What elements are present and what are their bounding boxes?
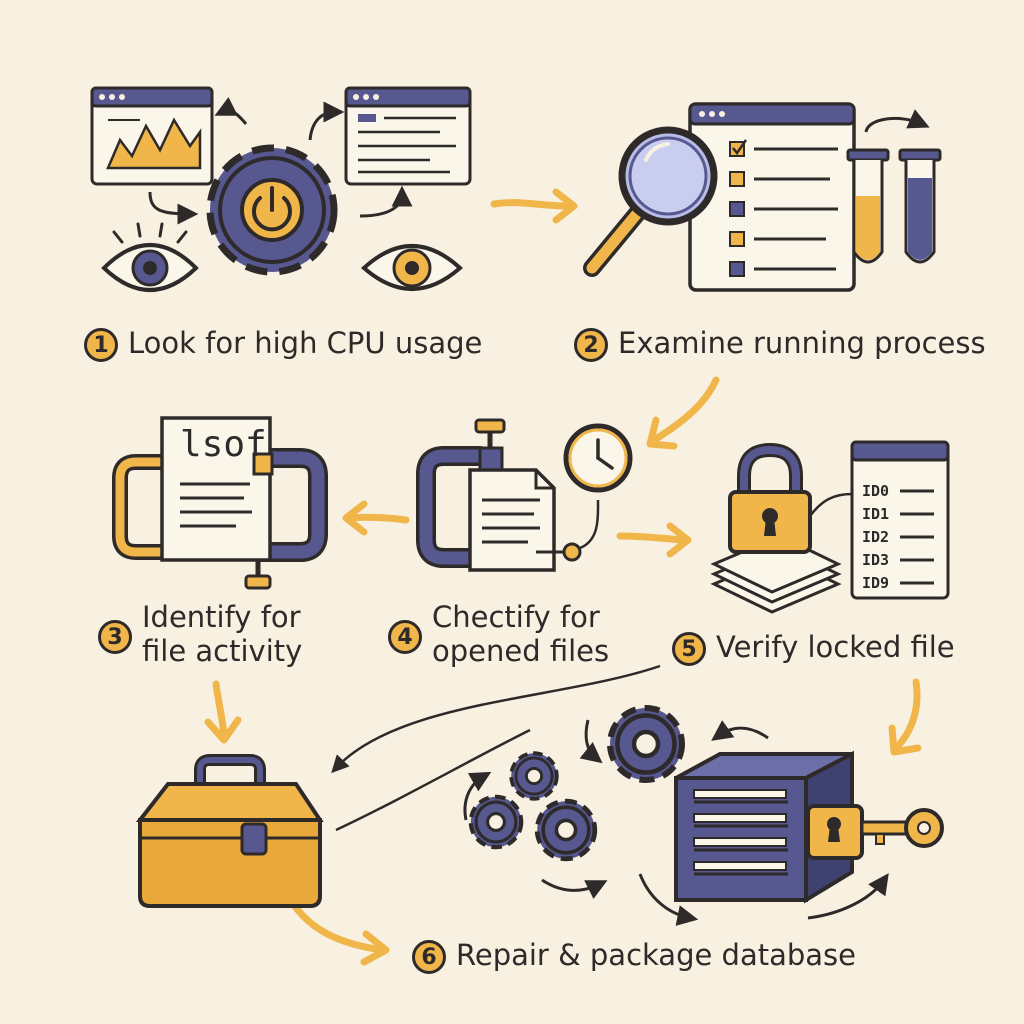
- watching-eye-icon-right: [361, 244, 463, 291]
- file-id-window: [850, 440, 950, 600]
- process-list-window-icon: [344, 86, 472, 186]
- cpu-chart-window-icon: [90, 86, 214, 186]
- step-label: Verify locked file: [716, 630, 955, 664]
- thin-arrow-5-to-toolbox: [331, 664, 661, 774]
- step-6: 6 Repair & package database: [412, 938, 856, 974]
- flow-arrow-3-to-toolbox: [212, 680, 228, 738]
- watching-eye-icon-left: [101, 222, 199, 292]
- step-3: 3 Identify for file activity: [98, 600, 302, 668]
- process-checklist-icon: [688, 102, 856, 292]
- step-label-line: file activity: [142, 634, 303, 668]
- file-id-list: ID0 ID1 ID2 ID3 ID9: [862, 480, 889, 595]
- step-label-line: Verify locked file: [716, 630, 955, 664]
- step-label-line: Look for high CPU usage: [128, 326, 483, 360]
- power-gear-icon: [206, 144, 338, 276]
- toolbox-icon: [135, 754, 324, 908]
- thin-line-toolbox: [335, 728, 531, 832]
- locked-files-icon: [710, 442, 853, 614]
- file-id-item: ID1: [862, 505, 890, 523]
- file-id-item: ID0: [862, 482, 890, 500]
- step-label-line: Examine running process: [618, 326, 986, 360]
- step-number-badge: 6: [412, 940, 446, 974]
- step-label: Look for high CPU usage: [128, 326, 482, 360]
- document-lsof-label: lsof: [180, 424, 267, 465]
- step-label: Repair & package database: [456, 938, 856, 972]
- flow-arrow-4-to-3: [346, 513, 410, 524]
- test-tubes-icon: [846, 109, 942, 264]
- step-number-badge: 4: [388, 620, 422, 654]
- step-number-badge: 1: [84, 328, 118, 362]
- step-label-line: opened files: [432, 634, 610, 668]
- step-label-line: Repair & package database: [456, 938, 856, 972]
- step-label: Identify for file activity: [142, 600, 302, 668]
- flow-arrow-4-to-5: [616, 532, 686, 544]
- step-number-badge: 3: [98, 620, 132, 654]
- clamped-document-icon-lsof: [112, 416, 328, 590]
- step-label: Chectify for opened files: [432, 600, 609, 668]
- magnifying-glass-icon: [583, 126, 718, 277]
- flow-arrow-2-to-4: [650, 376, 720, 444]
- flow-arrow-1-to-2: [490, 199, 572, 210]
- step-number-badge: 2: [574, 328, 608, 362]
- step-2: 2 Examine running process: [574, 326, 986, 362]
- step-4: 4 Chectify for opened files: [388, 600, 609, 668]
- file-id-item: ID2: [862, 528, 890, 546]
- clamp-clock-icon: [416, 418, 633, 572]
- flow-arrow-toolbox-to-6: [288, 898, 386, 954]
- step1-small-arrows: [148, 96, 413, 225]
- flow-arrow-5-to-server: [892, 678, 921, 752]
- file-id-item: ID3: [862, 551, 890, 569]
- step-label-line: Chectify for: [432, 600, 600, 634]
- step-label-line: Identify for: [142, 600, 301, 634]
- step-5: 5 Verify locked file: [672, 630, 955, 666]
- server-icon: [638, 720, 944, 926]
- step-label: Examine running process: [618, 326, 986, 360]
- step-number-badge: 5: [672, 632, 706, 666]
- gears-cluster-icon: [463, 708, 682, 900]
- file-id-item: ID9: [862, 574, 890, 592]
- step-1: 1 Look for high CPU usage: [84, 326, 482, 362]
